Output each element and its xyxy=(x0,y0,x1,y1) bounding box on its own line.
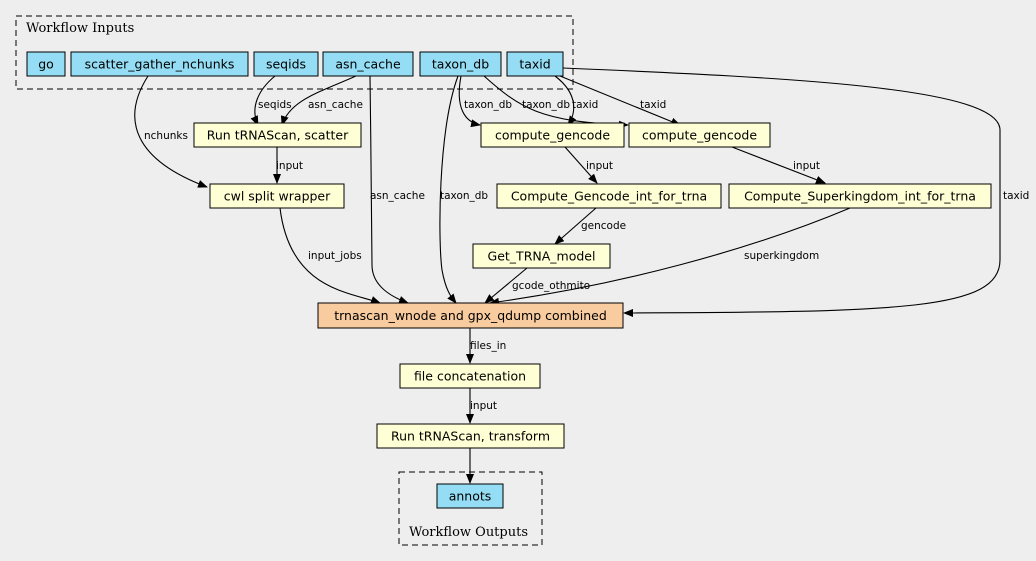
workflow-inputs-title: Workflow Inputs xyxy=(26,21,134,36)
step-compute-gencode-int[interactable]: Compute_Gencode_int_for_trna xyxy=(496,183,722,209)
input-scatter-gather-nchunks-label: scatter_gather_nchunks xyxy=(85,57,235,72)
edge-label-taxid-combined: taxid xyxy=(1003,190,1029,202)
step-compute-superkingdom-int-label: Compute_Superkingdom_int_for_trna xyxy=(744,189,976,204)
edge-label-taxid-2: taxid xyxy=(640,99,666,111)
step-compute-gencode-1-label: compute_gencode xyxy=(495,128,610,143)
step-run-trnascan-scatter[interactable]: Run tRNAScan, scatter xyxy=(193,122,362,148)
edge-label-input-jobs: input_jobs xyxy=(308,250,362,262)
edge-label-gcode-othmito: gcode_othmito xyxy=(512,280,590,292)
step-trnascan-combined[interactable]: trnascan_wnode and gpx_qdump combined xyxy=(317,302,624,329)
edge-asn-cache-combined xyxy=(369,75,409,304)
edge-label-asn-cache-combined: asn_cache xyxy=(370,190,425,202)
input-taxon-db-label: taxon_db xyxy=(432,57,489,72)
edge-input-jobs xyxy=(279,207,381,304)
edge-label-taxon-db-1: taxon_db xyxy=(464,99,512,111)
edge-label-files-in: files_in xyxy=(470,340,506,352)
edge-label-superkingdom: superkingdom xyxy=(744,250,819,262)
step-compute-gencode-2-label: compute_gencode xyxy=(642,128,757,143)
edge-asn-cache-scatter xyxy=(280,75,357,126)
edge-taxid-1 xyxy=(554,75,577,126)
step-file-concatenation[interactable]: file concatenation xyxy=(399,363,541,389)
step-trnascan-combined-label: trnascan_wnode and gpx_qdump combined xyxy=(334,308,607,323)
edge-superkingdom xyxy=(489,207,851,306)
edge-gcode-othmito xyxy=(484,267,528,304)
step-run-trnascan-scatter-label: Run tRNAScan, scatter xyxy=(207,128,349,143)
input-asn-cache-label: asn_cache xyxy=(335,57,401,72)
edges: seqids asn_cache taxon_db taxon_db taxid… xyxy=(134,67,1029,484)
input-go[interactable]: go xyxy=(26,51,66,77)
step-get-trna-model-label: Get_TRNA_model xyxy=(488,249,596,264)
step-compute-gencode-1[interactable]: compute_gencode xyxy=(480,122,625,148)
step-run-trnascan-transform-label: Run tRNAScan, transform xyxy=(391,429,550,444)
input-taxid[interactable]: taxid xyxy=(506,51,564,77)
step-compute-gencode-2[interactable]: compute_gencode xyxy=(628,122,771,148)
edge-gencode xyxy=(554,207,597,245)
edge-input-superkingdom xyxy=(731,146,826,184)
edge-nchunks xyxy=(134,75,208,188)
edge-seqids xyxy=(250,75,276,126)
step-run-trnascan-transform[interactable]: Run tRNAScan, transform xyxy=(376,423,565,449)
edge-label-taxon-db-2: taxon_db xyxy=(522,99,570,111)
input-scatter-gather-nchunks[interactable]: scatter_gather_nchunks xyxy=(70,51,249,77)
step-file-concatenation-label: file concatenation xyxy=(414,369,526,384)
step-get-trna-model[interactable]: Get_TRNA_model xyxy=(472,243,611,269)
edge-label-seqids: seqids xyxy=(258,99,292,111)
edge-taxid-combined xyxy=(562,67,1001,317)
workflow-outputs-title: Workflow Outputs xyxy=(409,525,528,540)
input-taxid-label: taxid xyxy=(519,57,550,72)
edge-taxon-db-1 xyxy=(458,75,481,128)
output-annots[interactable]: annots xyxy=(436,483,504,509)
step-compute-gencode-int-label: Compute_Gencode_int_for_trna xyxy=(511,189,707,204)
input-seqids[interactable]: seqids xyxy=(253,51,319,77)
edge-taxon-db-combined xyxy=(439,75,459,304)
input-seqids-label: seqids xyxy=(266,57,306,72)
edge-label-taxon-db-combined: taxon_db xyxy=(440,190,488,202)
edge-label-input-transform: input xyxy=(470,400,497,412)
input-asn-cache[interactable]: asn_cache xyxy=(322,51,414,77)
step-cwl-split-wrapper-label: cwl split wrapper xyxy=(224,189,331,204)
edge-label-input-gencode-int: input xyxy=(586,160,613,172)
edge-label-asn-cache-scatter: asn_cache xyxy=(308,99,363,111)
edge-input-gencode-int xyxy=(564,146,598,184)
edge-taxid-2 xyxy=(559,75,681,126)
input-taxon-db[interactable]: taxon_db xyxy=(419,51,502,77)
edge-label-gencode: gencode xyxy=(581,220,626,232)
edge-label-input-split: input xyxy=(276,160,303,172)
step-cwl-split-wrapper[interactable]: cwl split wrapper xyxy=(209,183,345,209)
workflow-inputs-cluster: Workflow Inputs xyxy=(15,15,574,90)
edge-label-nchunks: nchunks xyxy=(144,130,188,142)
edge-label-input-superkingdom: input xyxy=(793,160,820,172)
edge-label-taxid-1: taxid xyxy=(572,99,598,111)
input-go-label: go xyxy=(38,57,54,72)
step-compute-superkingdom-int[interactable]: Compute_Superkingdom_int_for_trna xyxy=(728,183,992,209)
output-annots-label: annots xyxy=(449,489,492,504)
